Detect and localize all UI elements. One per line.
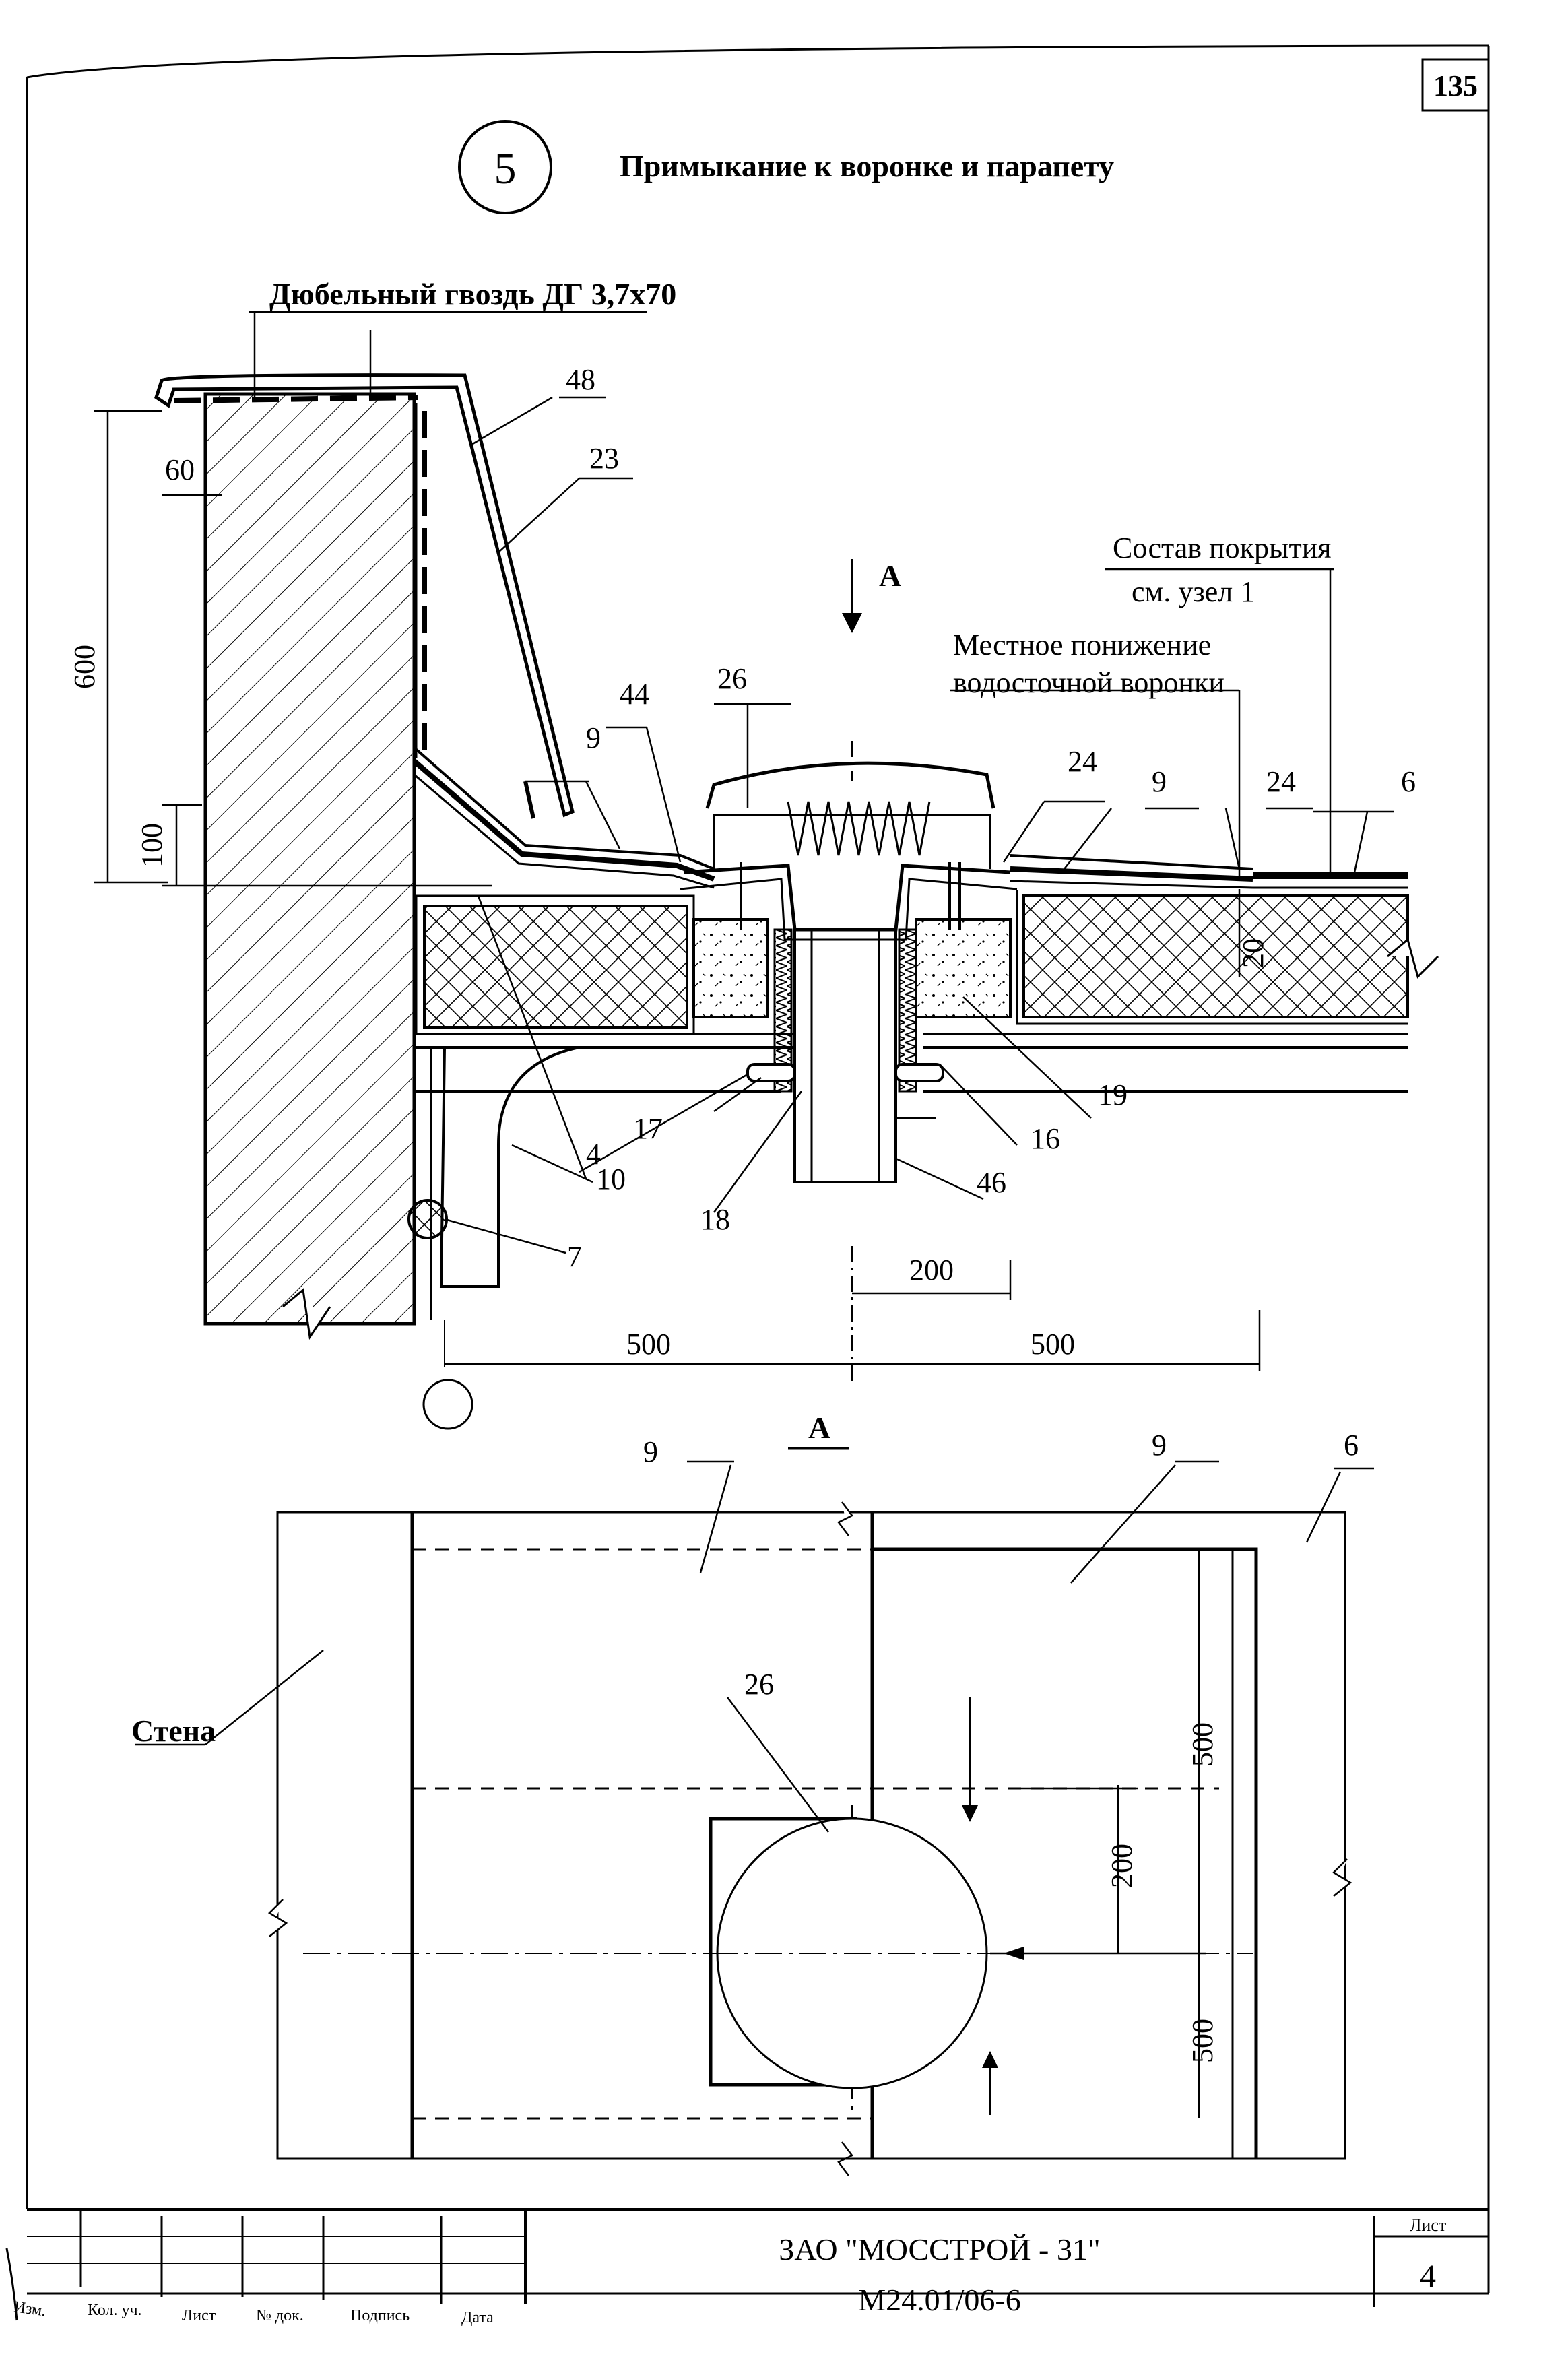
dim-600: 600 bbox=[68, 645, 101, 689]
parapet-wall bbox=[203, 392, 416, 1326]
cap-flashing bbox=[154, 373, 575, 818]
insulation-left bbox=[423, 905, 688, 1029]
node-circle bbox=[458, 120, 552, 214]
callout-local-lowering-1: Местное понижение bbox=[953, 628, 1211, 661]
insulation-right bbox=[1022, 894, 1409, 1018]
ref-9-right: 9 bbox=[1152, 765, 1167, 798]
ref-19: 19 bbox=[1098, 1078, 1128, 1111]
tb-col-list: Лист bbox=[182, 2307, 216, 2324]
foam-block-right bbox=[915, 918, 1012, 1018]
ref-nail-callout: Дюбельный гвоздь ДГ 3,7х70 bbox=[269, 277, 676, 311]
ref-44: 44 bbox=[620, 678, 649, 711]
node-number: 5 bbox=[494, 144, 517, 193]
sheet-frame bbox=[26, 44, 1490, 2293]
drain-grate bbox=[705, 761, 995, 809]
ref-23: 23 bbox=[589, 442, 619, 475]
ref-7: 7 bbox=[567, 1240, 582, 1273]
drain-pipe bbox=[793, 928, 897, 1183]
dim-500-left: 500 bbox=[626, 1328, 671, 1361]
plan-ref-9-left: 9 bbox=[643, 1435, 658, 1468]
plan-dim-200: 200 bbox=[1105, 1844, 1138, 1888]
ref-16: 16 bbox=[1031, 1122, 1060, 1155]
ref-9-left: 9 bbox=[586, 721, 601, 754]
plan-dim-500-top: 500 bbox=[1186, 1722, 1219, 1767]
tb-col-date: Дата bbox=[461, 2309, 494, 2327]
ref-24-b: 24 bbox=[1266, 765, 1296, 798]
tb-col-kol: Кол. уч. bbox=[88, 2302, 142, 2319]
ref-26: 26 bbox=[717, 662, 747, 695]
ref-17: 17 bbox=[633, 1112, 663, 1145]
detail-title: Примыкание к воронке и парапету bbox=[620, 149, 1114, 183]
tb-col-izm: Изм. bbox=[13, 2298, 47, 2320]
callout-local-lowering-2: водосточной воронки bbox=[953, 666, 1224, 699]
plan-dim-500-bottom: 500 bbox=[1186, 2019, 1219, 2063]
dim-500-right: 500 bbox=[1031, 1328, 1075, 1361]
dim-100: 100 bbox=[135, 823, 168, 868]
dim-60: 60 bbox=[165, 453, 195, 486]
ref-48: 48 bbox=[566, 363, 595, 396]
tb-sheet-label: Лист bbox=[1410, 2215, 1446, 2235]
tb-col-doc: № док. bbox=[256, 2307, 304, 2324]
title-block bbox=[5, 2208, 1489, 2321]
dim-20: 20 bbox=[1237, 938, 1270, 968]
plan-ref-6: 6 bbox=[1344, 1429, 1359, 1462]
sheet-number: 135 bbox=[1433, 69, 1478, 102]
view-marker-a: А bbox=[879, 558, 901, 593]
plan-wall-label: Стена bbox=[131, 1714, 216, 1748]
ref-10: 10 bbox=[596, 1163, 626, 1196]
ref-46: 46 bbox=[977, 1166, 1006, 1199]
tb-code: М24.01/06-6 bbox=[858, 2283, 1021, 2317]
callout-roof-composition-1: Состав покрытия bbox=[1113, 531, 1332, 564]
plan-title: А bbox=[808, 1410, 830, 1445]
plan-view: А bbox=[131, 1410, 1374, 2176]
tb-col-sign: Подпись bbox=[350, 2307, 410, 2324]
plan-ref-26: 26 bbox=[744, 1668, 774, 1701]
callout-roof-composition-2: см. узел 1 bbox=[1132, 575, 1255, 608]
dim-200: 200 bbox=[909, 1254, 954, 1287]
ref-18: 18 bbox=[700, 1203, 730, 1236]
ref-24-a: 24 bbox=[1068, 745, 1097, 778]
tb-sheet-value: 4 bbox=[1420, 2258, 1436, 2294]
ref-4: 4 bbox=[586, 1138, 601, 1171]
plan-ref-9-right: 9 bbox=[1152, 1429, 1167, 1462]
section-view: А bbox=[68, 277, 1439, 1430]
foam-block-left bbox=[692, 918, 769, 1018]
tb-company: ЗАО "МОССТРОЙ - 31" bbox=[779, 2232, 1100, 2267]
ref-6: 6 bbox=[1401, 765, 1416, 798]
